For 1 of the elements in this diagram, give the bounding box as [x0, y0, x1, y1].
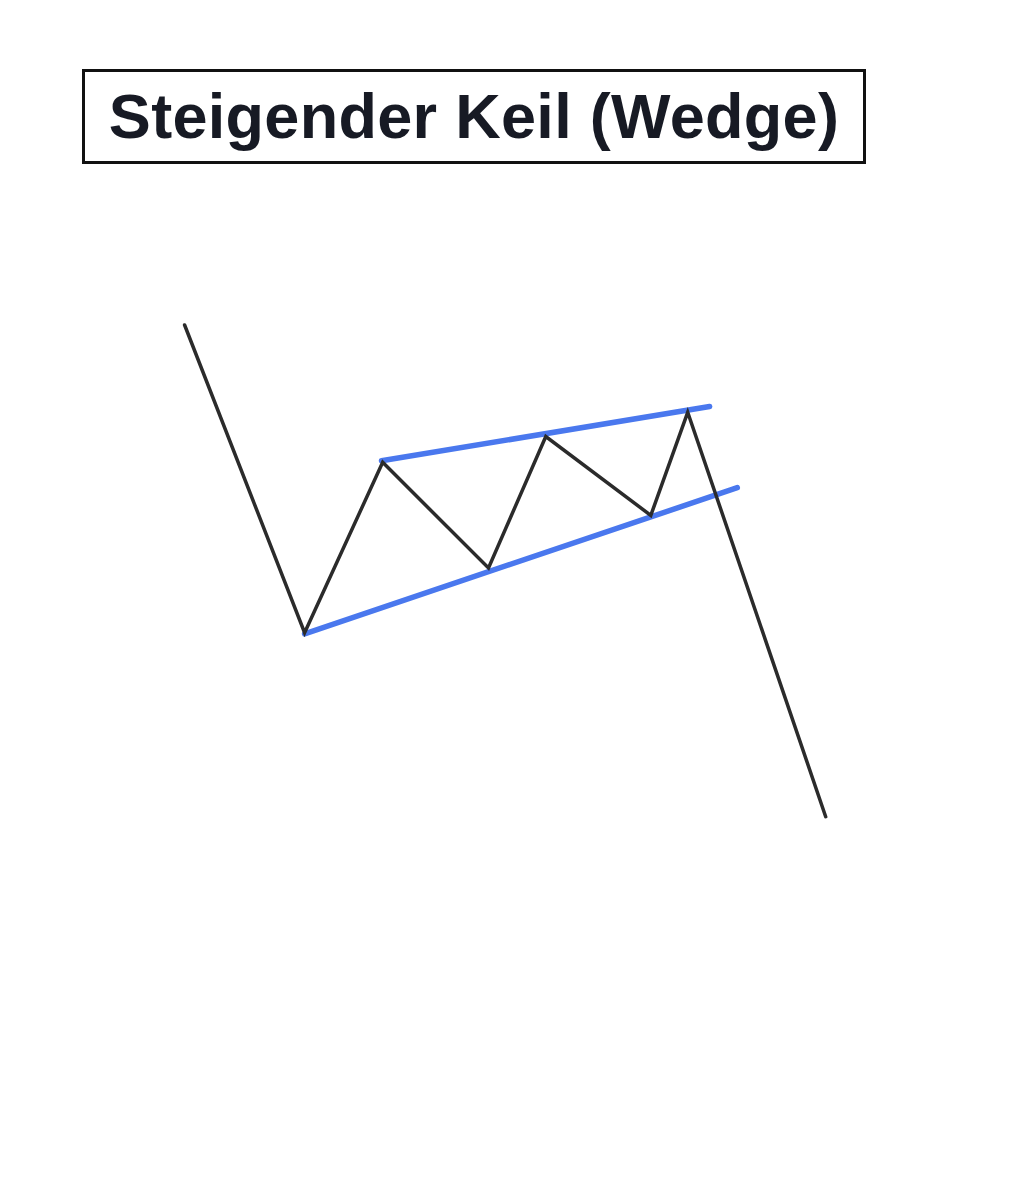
title: Steigender Keil (Wedge) — [82, 69, 866, 164]
